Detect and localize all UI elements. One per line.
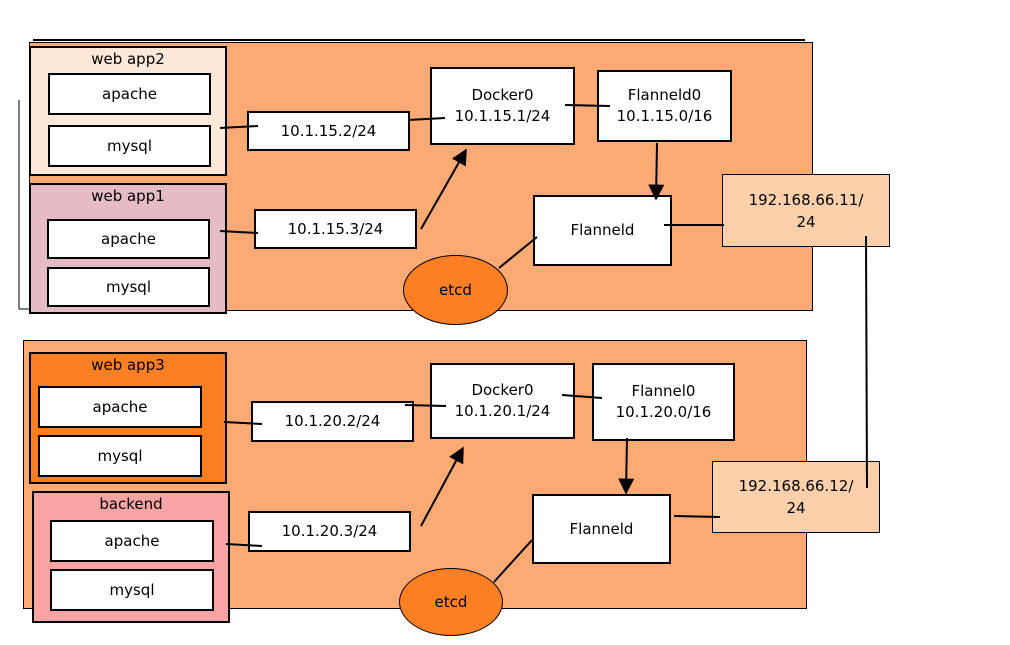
host-ip-line: 24 [786, 499, 806, 517]
app-title: web app1 [91, 187, 165, 205]
apache-box: apache [50, 520, 214, 562]
host-ip: 192.168.66.12/ 24 [712, 461, 880, 533]
flanneld-daemon: Flanneld [532, 494, 671, 564]
mysql-box: mysql [47, 267, 210, 307]
docker-ip: 10.1.15.1/24 [454, 107, 551, 125]
docker-name: Docker0 [471, 86, 534, 104]
mysql-box: mysql [38, 435, 202, 477]
link-line [493, 539, 533, 583]
host-ip-line: 24 [796, 212, 816, 231]
mysql-box: mysql [48, 125, 211, 167]
etcd-node: etcd [399, 568, 503, 636]
link-line [404, 404, 447, 407]
link-line [564, 104, 611, 107]
flannel-if-subnet: 10.1.20.0/16 [615, 403, 712, 421]
flannel-if-name: Flanneld0 [627, 86, 702, 104]
host-ip: 192.168.66.11/ 24 [722, 174, 890, 247]
veth-ip: 10.1.15.2/24 [247, 111, 410, 151]
veth-ip: 10.1.20.2/24 [251, 401, 414, 442]
docker0-bridge: Docker0 10.1.20.1/24 [430, 363, 575, 439]
docker0-bridge: Docker0 10.1.15.1/24 [430, 67, 575, 145]
host-ip-line: 192.168.66.11/ [748, 190, 864, 209]
host-link [865, 235, 868, 489]
etcd-node: etcd [403, 255, 508, 325]
link-arrow [618, 437, 635, 495]
app-title: web app2 [91, 50, 165, 68]
app-web-app2: web app2 apache mysql [29, 46, 227, 176]
link-line [407, 117, 446, 121]
app-title: backend [99, 495, 163, 513]
flannel-if-subnet: 10.1.15.0/16 [616, 107, 713, 125]
app-web-app3: web app3 apache mysql [29, 352, 227, 484]
app-title: web app3 [91, 356, 165, 374]
link-line [498, 236, 538, 269]
link-line [223, 421, 263, 425]
link-line [225, 543, 263, 547]
link-arrow [648, 142, 665, 201]
flannel-interface: Flannel0 10.1.20.0/16 [592, 363, 735, 441]
link-arrow [420, 148, 467, 230]
mysql-box: mysql [50, 569, 214, 611]
docker-ip: 10.1.20.1/24 [454, 402, 551, 420]
veth-ip: 10.1.20.3/24 [248, 511, 411, 552]
link-line [673, 515, 721, 518]
apache-box: apache [38, 386, 202, 428]
flannel-if-name: Flannel0 [631, 382, 696, 400]
veth-ip: 10.1.15.3/24 [254, 209, 417, 249]
host-ip-line: 192.168.66.12/ [738, 477, 854, 495]
apache-box: apache [47, 219, 210, 259]
link-line [219, 230, 259, 234]
app-backend: backend apache mysql [32, 491, 230, 623]
flanneld-daemon: Flanneld [533, 195, 672, 266]
link-arrow [420, 446, 464, 527]
docker-name: Docker0 [471, 381, 534, 399]
app-web-app1: web app1 apache mysql [29, 183, 227, 314]
apache-box: apache [48, 73, 211, 115]
link-line [561, 394, 603, 399]
link-line [219, 125, 259, 129]
